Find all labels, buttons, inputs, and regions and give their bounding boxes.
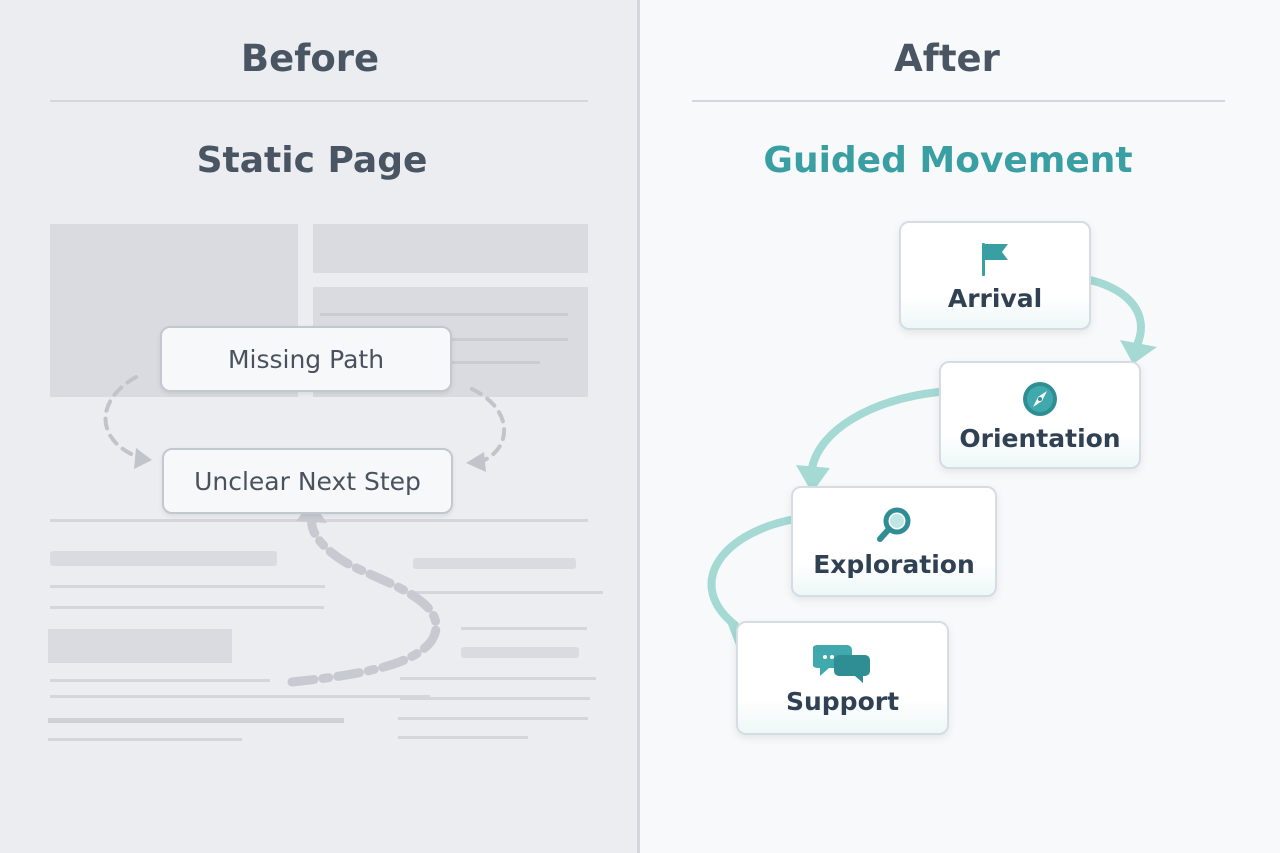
step-orientation: Orientation — [939, 361, 1141, 469]
chat-bubbles-icon — [812, 641, 873, 683]
before-subheading: Static Page — [196, 140, 428, 181]
after-panel: After Guided Movement — [640, 0, 1280, 853]
wireframe-line — [461, 627, 587, 630]
wireframe-separator — [50, 519, 588, 522]
step-label: Support — [785, 686, 900, 716]
wireframe-bar — [413, 558, 576, 569]
unclear-next-step-label: Unclear Next Step — [194, 466, 421, 496]
after-heading: After — [894, 37, 1000, 80]
after-subheading: Guided Movement — [763, 140, 1133, 181]
wireframe-bar — [50, 551, 277, 566]
before-heading: Before — [240, 37, 380, 80]
wireframe-block — [48, 629, 232, 663]
wireframe-line — [48, 718, 344, 723]
wireframe-line — [48, 738, 242, 741]
compass-icon — [1018, 378, 1062, 420]
wireframe-line — [50, 695, 430, 698]
step-exploration: Exploration — [791, 486, 997, 597]
after-rule — [692, 100, 1225, 102]
wireframe-line — [50, 606, 324, 609]
step-support: Support — [736, 621, 949, 735]
wireframe-line — [413, 591, 603, 594]
before-panel: Before Static Page — [0, 0, 638, 853]
step-label: Arrival — [947, 284, 1043, 313]
panel-divider — [637, 0, 640, 853]
before-rule — [50, 100, 588, 102]
wireframe-line — [400, 697, 590, 700]
wireframe-line — [398, 736, 528, 739]
missing-path-label: Missing Path — [227, 344, 385, 374]
step-label: Orientation — [959, 423, 1121, 453]
wireframe-bar — [461, 647, 579, 658]
wireframe-line — [320, 313, 568, 316]
magnifier-icon — [872, 504, 916, 546]
wireframe-header-block — [313, 224, 588, 273]
flag-icon — [973, 238, 1017, 280]
missing-path-box: Missing Path — [160, 326, 452, 392]
wireframe-line — [50, 679, 270, 682]
wireframe-line — [398, 717, 588, 720]
step-label: Exploration — [813, 550, 975, 579]
wireframe-line — [400, 677, 596, 680]
wireframe-line — [50, 585, 325, 588]
unclear-next-step-box: Unclear Next Step — [162, 448, 453, 514]
step-arrival: Arrival — [899, 221, 1091, 330]
